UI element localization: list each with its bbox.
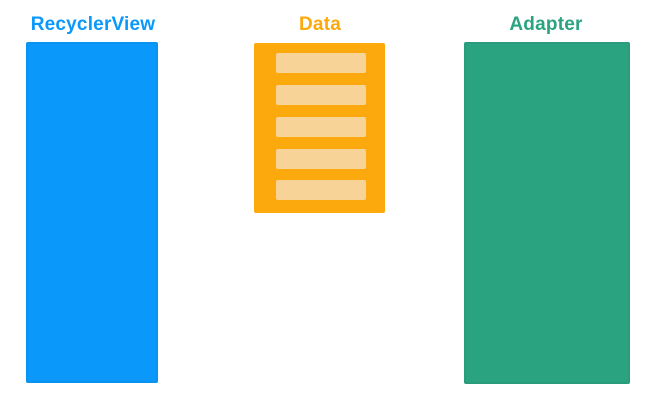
data-label: Data [299, 14, 341, 35]
data-row [276, 117, 366, 137]
data-row [276, 180, 366, 200]
data-row [276, 149, 366, 169]
data-row [276, 53, 366, 73]
recyclerview-label: RecyclerView [30, 14, 156, 35]
data-row [276, 85, 366, 105]
adapter-block [464, 42, 630, 384]
adapter-label: Adapter [509, 14, 583, 35]
recyclerview-block [26, 42, 158, 383]
data-block [254, 43, 385, 213]
